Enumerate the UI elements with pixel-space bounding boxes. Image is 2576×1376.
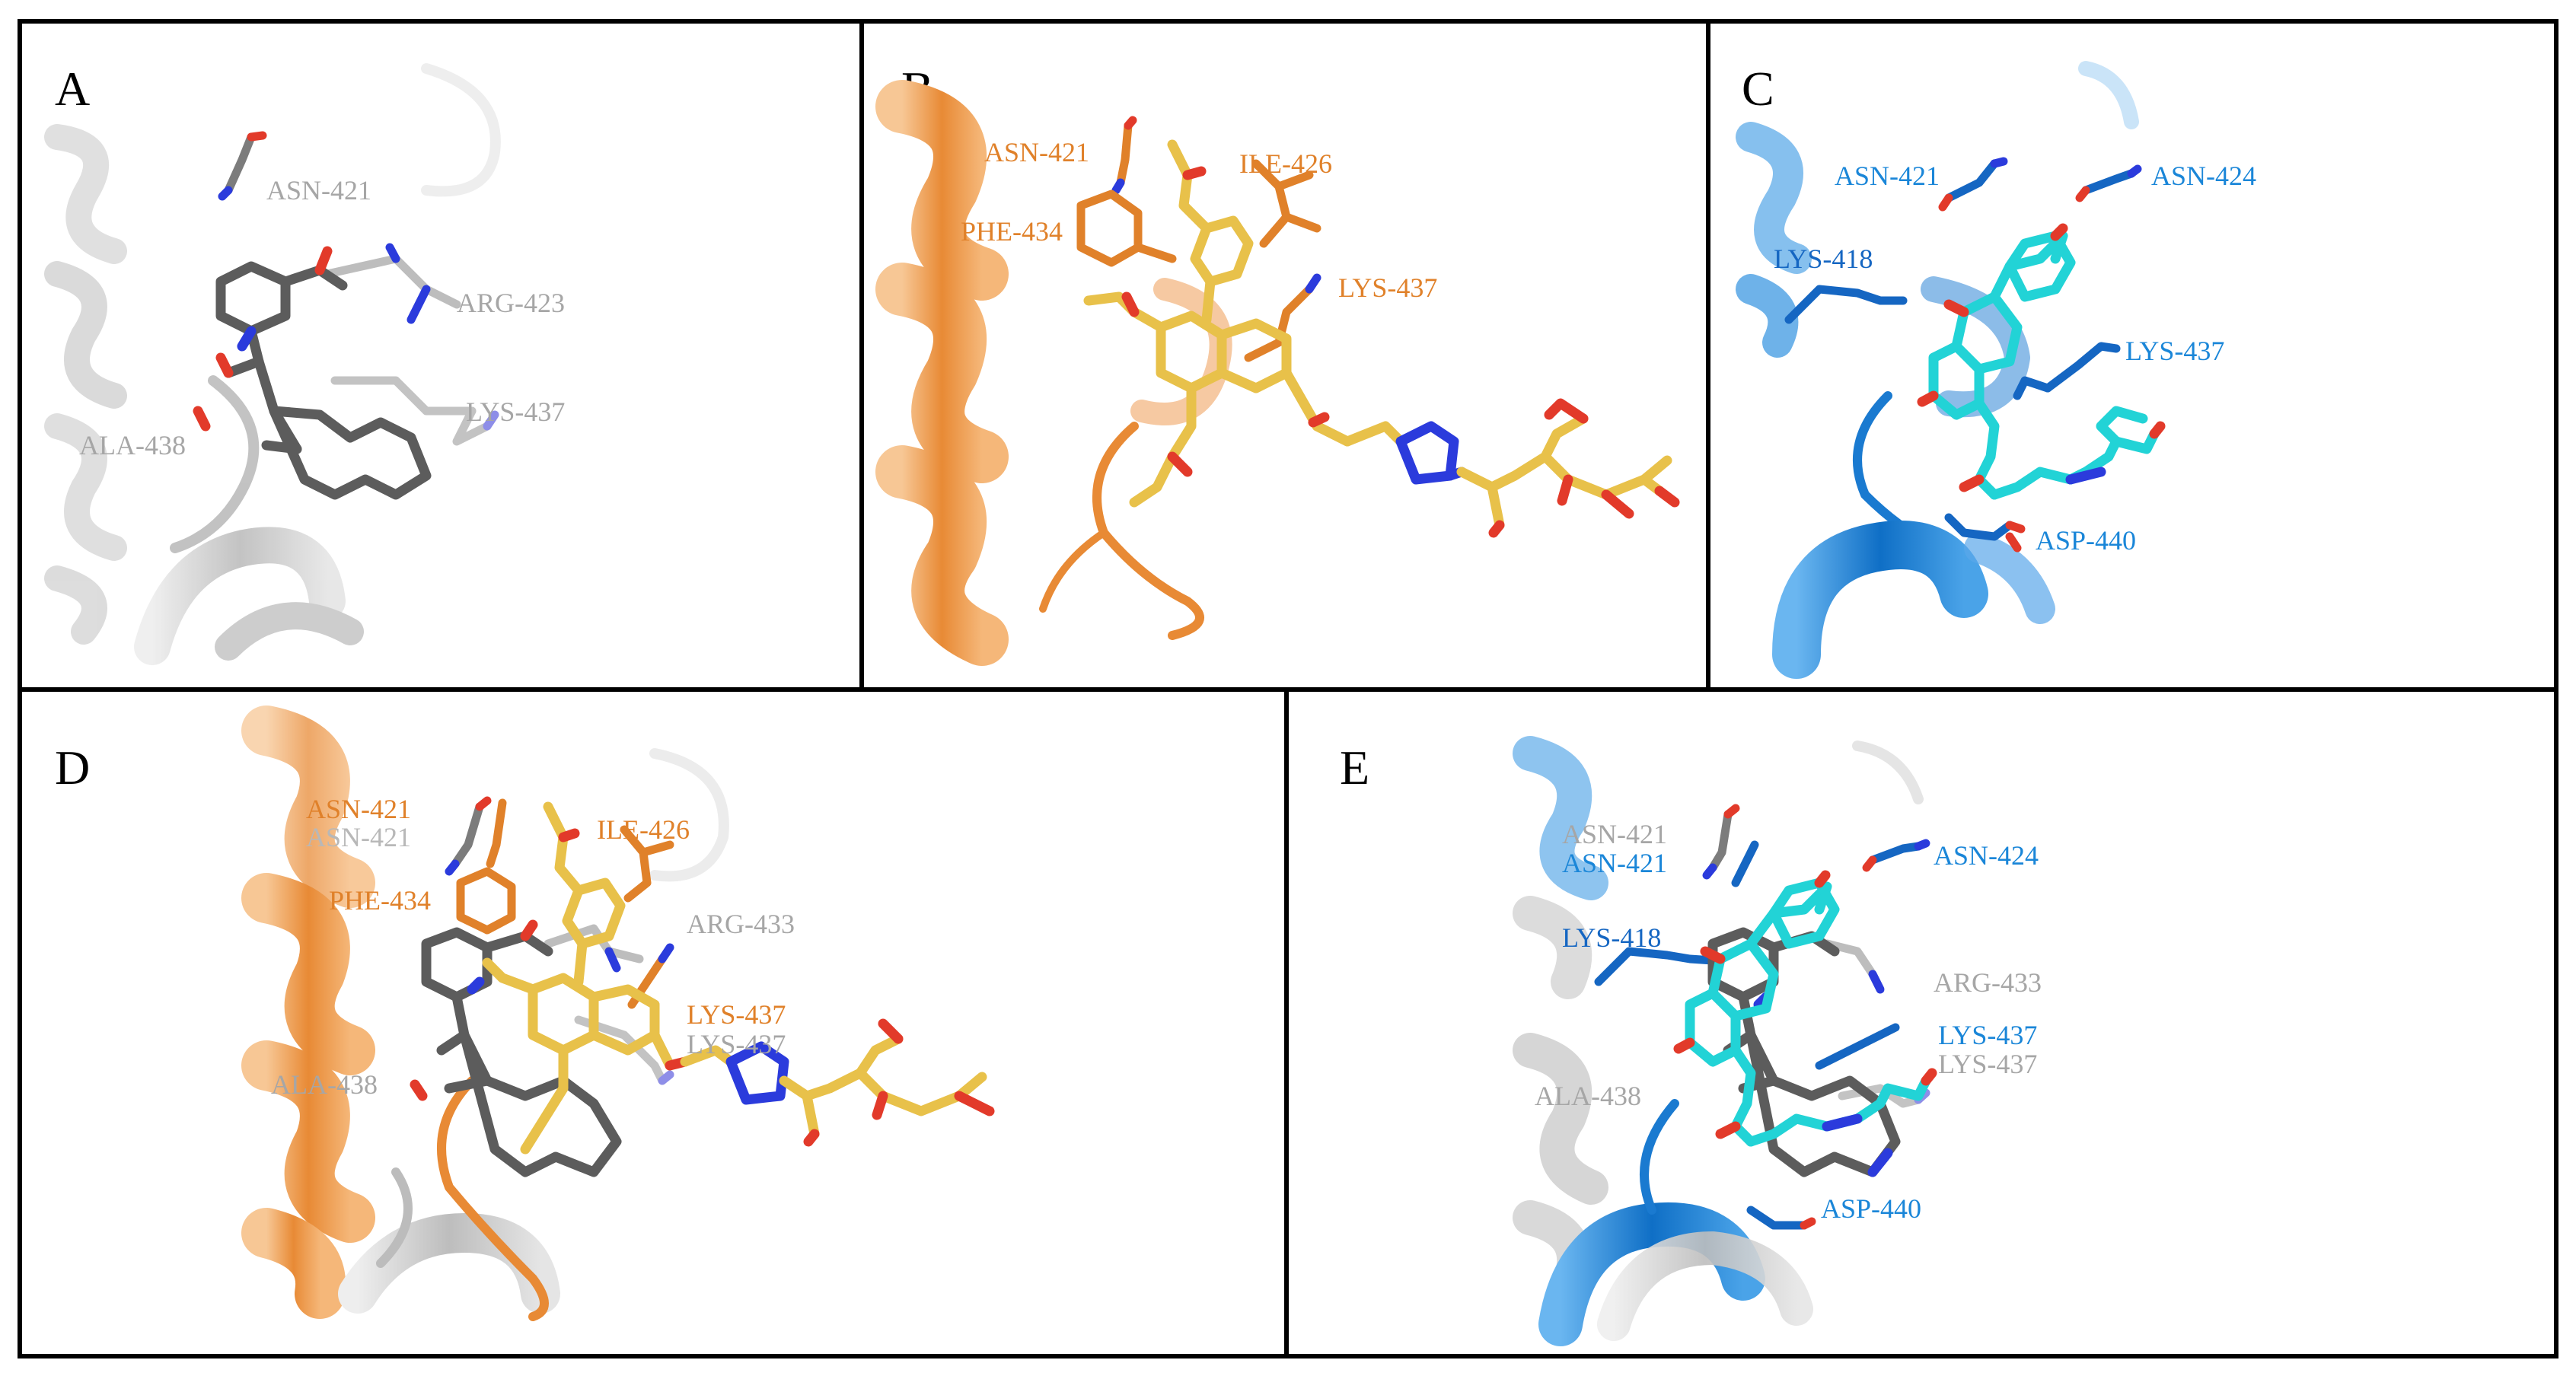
label-lys-437-gray: LYS-437 <box>1938 1049 2037 1079</box>
ligand-a <box>193 246 432 500</box>
label-asn-424: ASN-424 <box>2151 161 2256 191</box>
panel-d: D <box>55 706 995 1321</box>
ligand-b <box>1083 139 1680 538</box>
panel-letter-c: C <box>1742 62 1774 116</box>
label-lys-437: LYS-437 <box>2125 336 2224 366</box>
label-ala-438: ALA-438 <box>271 1069 378 1100</box>
label-ala-438: ALA-438 <box>79 430 186 460</box>
label-arg-433: ARG-433 <box>1934 967 2042 998</box>
residue-sticks-a <box>218 131 499 446</box>
protein-cartoon-overlay-d <box>241 706 729 1321</box>
label-lys-418: LYS-418 <box>1774 244 1873 274</box>
ligand-yellow-d <box>482 801 995 1155</box>
panel-e: E <box>1340 736 2042 1346</box>
label-arg-433: ARG-433 <box>687 909 795 939</box>
ligand-gray-d <box>410 919 622 1177</box>
panel-borders <box>18 19 2558 1358</box>
residue-sticks-c <box>1784 157 2142 553</box>
panel-a: A <box>44 62 565 665</box>
label-lys-418: LYS-418 <box>1562 922 1661 953</box>
label-ala-438: ALA-438 <box>1535 1081 1641 1111</box>
label-asn-421: ASN-421 <box>266 175 371 205</box>
label-lys-437: LYS-437 <box>466 397 565 427</box>
label-ile-426: ILE-426 <box>597 814 690 845</box>
label-arg-423: ARG-423 <box>457 288 565 318</box>
residue-sticks-b <box>1076 116 1321 362</box>
label-lys-437: LYS-437 <box>1338 272 1437 303</box>
label-asp-440: ASP-440 <box>1821 1193 1921 1224</box>
ligand-cyan-e <box>1673 870 1937 1147</box>
label-asp-440: ASP-440 <box>2036 525 2136 556</box>
label-phe-434: PHE-434 <box>961 216 1063 247</box>
panel-letter-e: E <box>1340 741 1369 795</box>
protein-cartoon-overlay-e <box>1513 736 1924 1346</box>
label-lys-437-blue: LYS-437 <box>1938 1020 2037 1050</box>
panel-letter-a: A <box>55 62 90 116</box>
label-asn-421-gray: ASN-421 <box>306 822 411 852</box>
residue-sticks-e <box>1594 804 1930 1230</box>
ligand-c <box>1917 223 2166 500</box>
label-lys-437-orange: LYS-437 <box>687 999 786 1030</box>
label-asn-421: ASN-421 <box>1835 161 1940 191</box>
label-lys-437-gray: LYS-437 <box>687 1029 786 1059</box>
panel-b: B <box>875 62 1680 666</box>
label-phe-434: PHE-434 <box>329 885 431 916</box>
label-ile-426: ILE-426 <box>1239 148 1332 179</box>
label-asn-424: ASN-424 <box>1934 840 2039 871</box>
label-asn-421: ASN-421 <box>984 137 1089 167</box>
label-asn-421-orange: ASN-421 <box>306 794 411 824</box>
panel-c: C <box>1736 61 2256 679</box>
label-asn-421-gray: ASN-421 <box>1562 819 1667 849</box>
label-asn-421-blue: ASN-421 <box>1562 848 1667 878</box>
protein-cartoon-gray <box>44 63 501 665</box>
protein-cartoon-orange <box>875 80 1232 666</box>
protein-cartoon-blue <box>1736 61 2139 679</box>
panel-letter-d: D <box>55 741 90 795</box>
